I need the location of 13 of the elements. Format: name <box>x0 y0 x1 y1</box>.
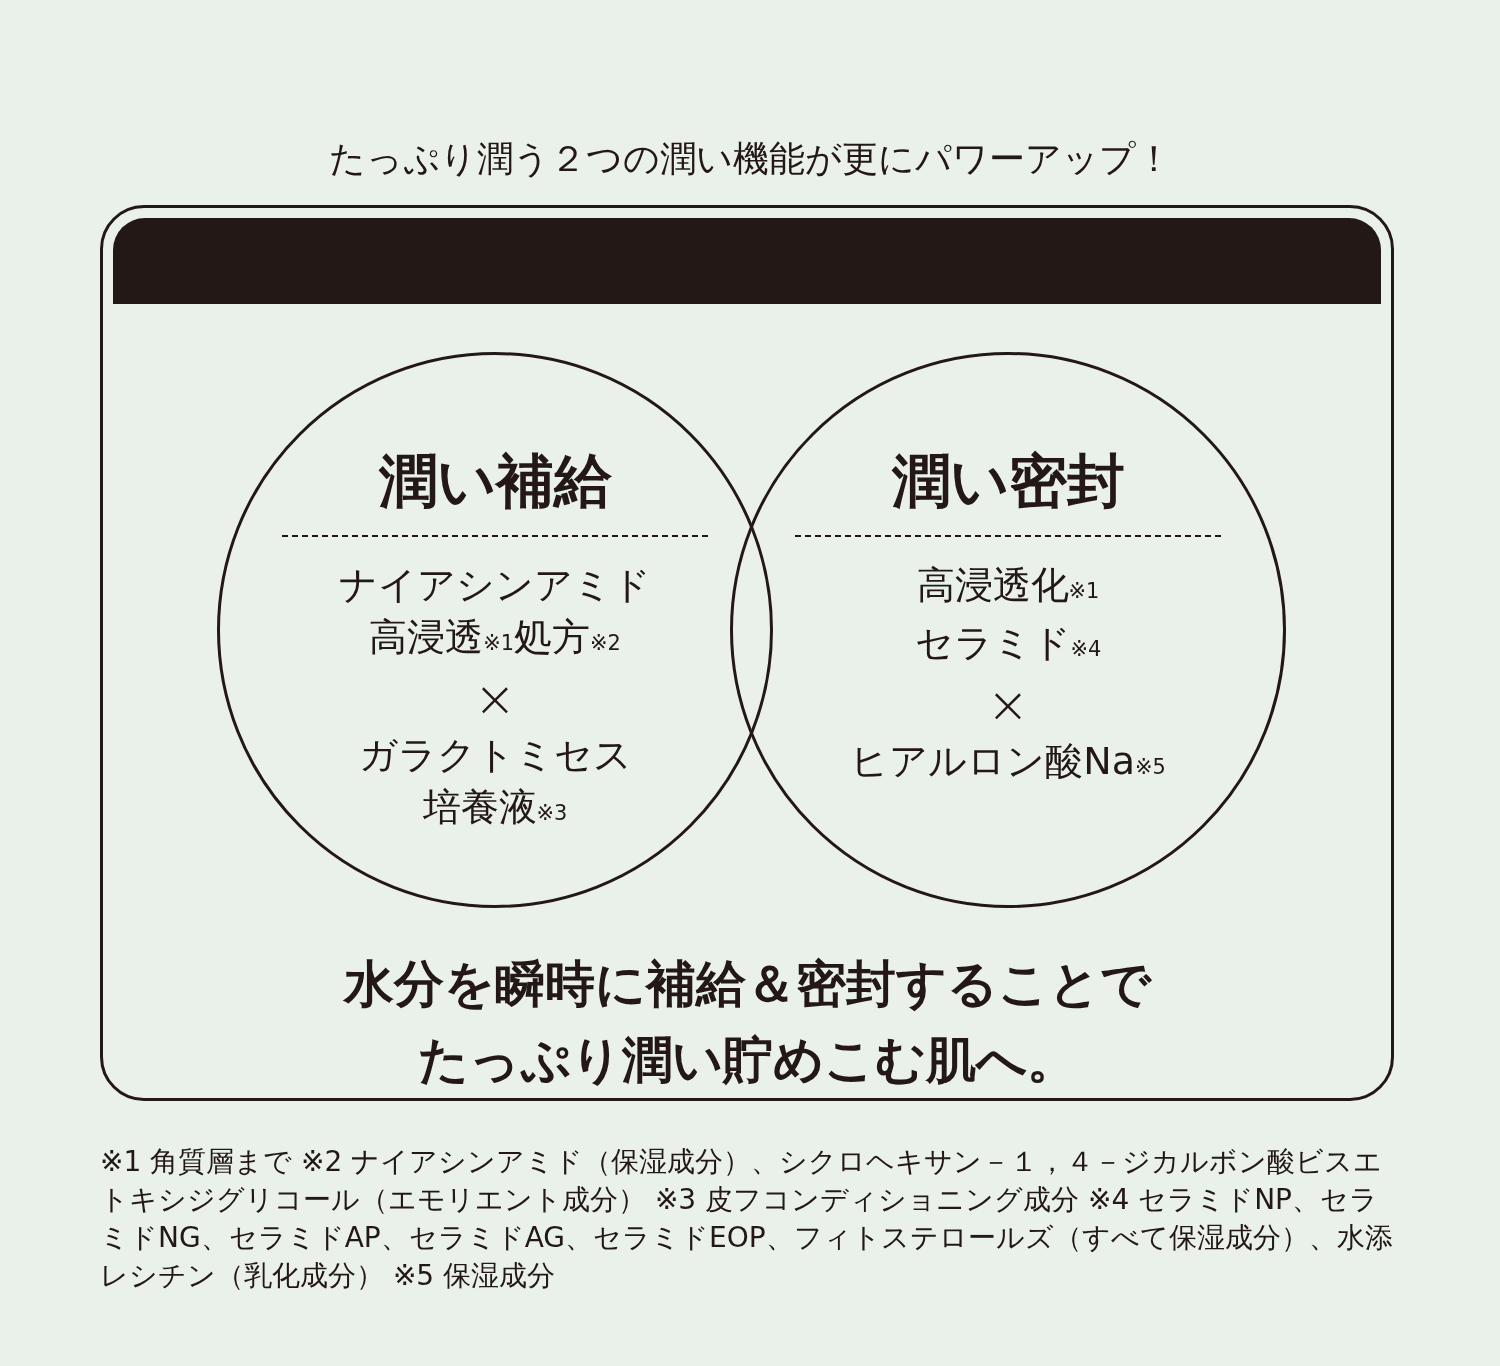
circle <box>217 352 773 908</box>
rounded-frame <box>100 205 1394 1101</box>
ingredient-text: ナイアシンアミド <box>339 562 651 609</box>
ingredient-text: ガラクトミセス <box>358 732 632 779</box>
tagline: 水分を瞬時に補給＆密封することでたっぷり潤い貯めこむ肌へ。 <box>342 954 1153 1091</box>
circle <box>730 352 1286 908</box>
multiply-sign: × <box>474 669 516 729</box>
heading: 潤い補給 <box>282 443 708 537</box>
header-band <box>113 218 1381 304</box>
title-text: たっぷり潤う２つの潤い機能が更にパワーアップ！ <box>327 137 1173 181</box>
footnote-text: ※1 角質層まで ※2 ナイアシンアミド（保湿成分）、シクロヘキサン－１，４－ジカルボン酸ビスエトキシジグリコール（エモリエント成分） ※3 皮フコンディショニング成分 ※4 セラミドNP、セラミドNG、セラミドAP、セラミドAG、セラミドEOP、フィトステロールズ（すべて保湿成分）、水添レシチン（乳化成分） ※5 保湿成分 <box>100 1144 1394 1294</box>
multiply-sign: × <box>987 675 1029 735</box>
heading: 潤い密封 <box>795 443 1221 537</box>
